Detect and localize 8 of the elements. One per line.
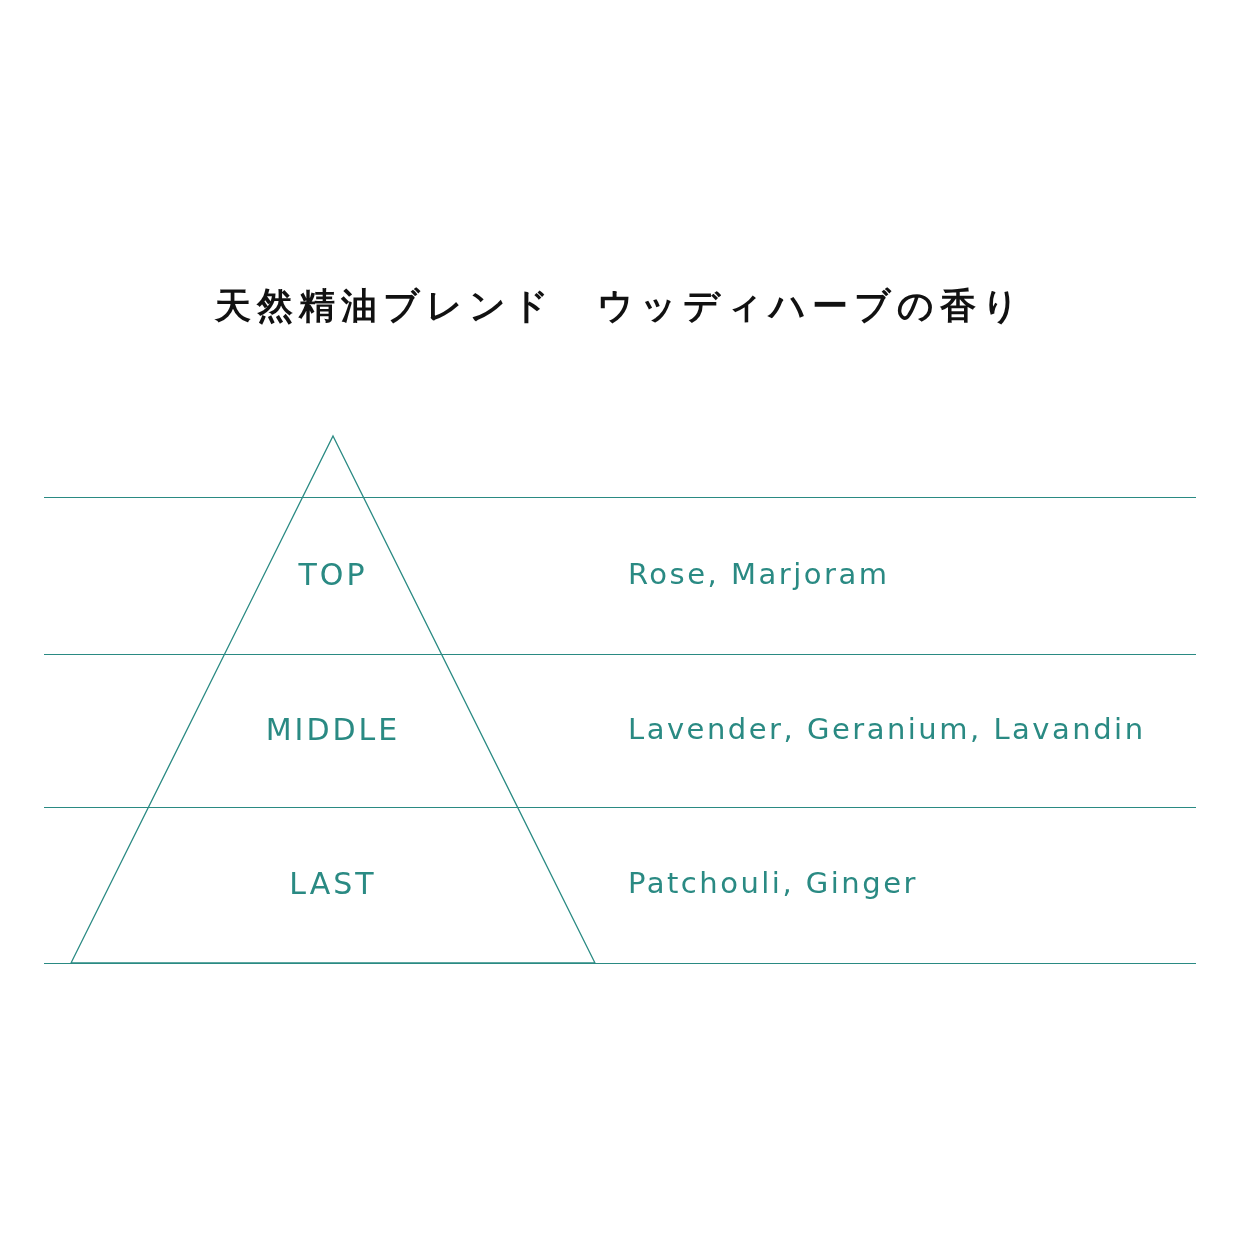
title: 天然精油ブレンド ウッディハーブの香り — [213, 284, 1026, 328]
tier-label: MIDDLE — [264, 711, 402, 747]
note-list: Lavender, Geranium, Lavandin — [628, 711, 1146, 746]
note-list: Patchouli, Ginger — [628, 866, 918, 900]
note-list: Rose, Marjoram — [628, 556, 890, 591]
tier-label: LAST — [288, 866, 378, 901]
tier-label: TOP — [297, 556, 369, 592]
tier-band — [44, 807, 1196, 964]
